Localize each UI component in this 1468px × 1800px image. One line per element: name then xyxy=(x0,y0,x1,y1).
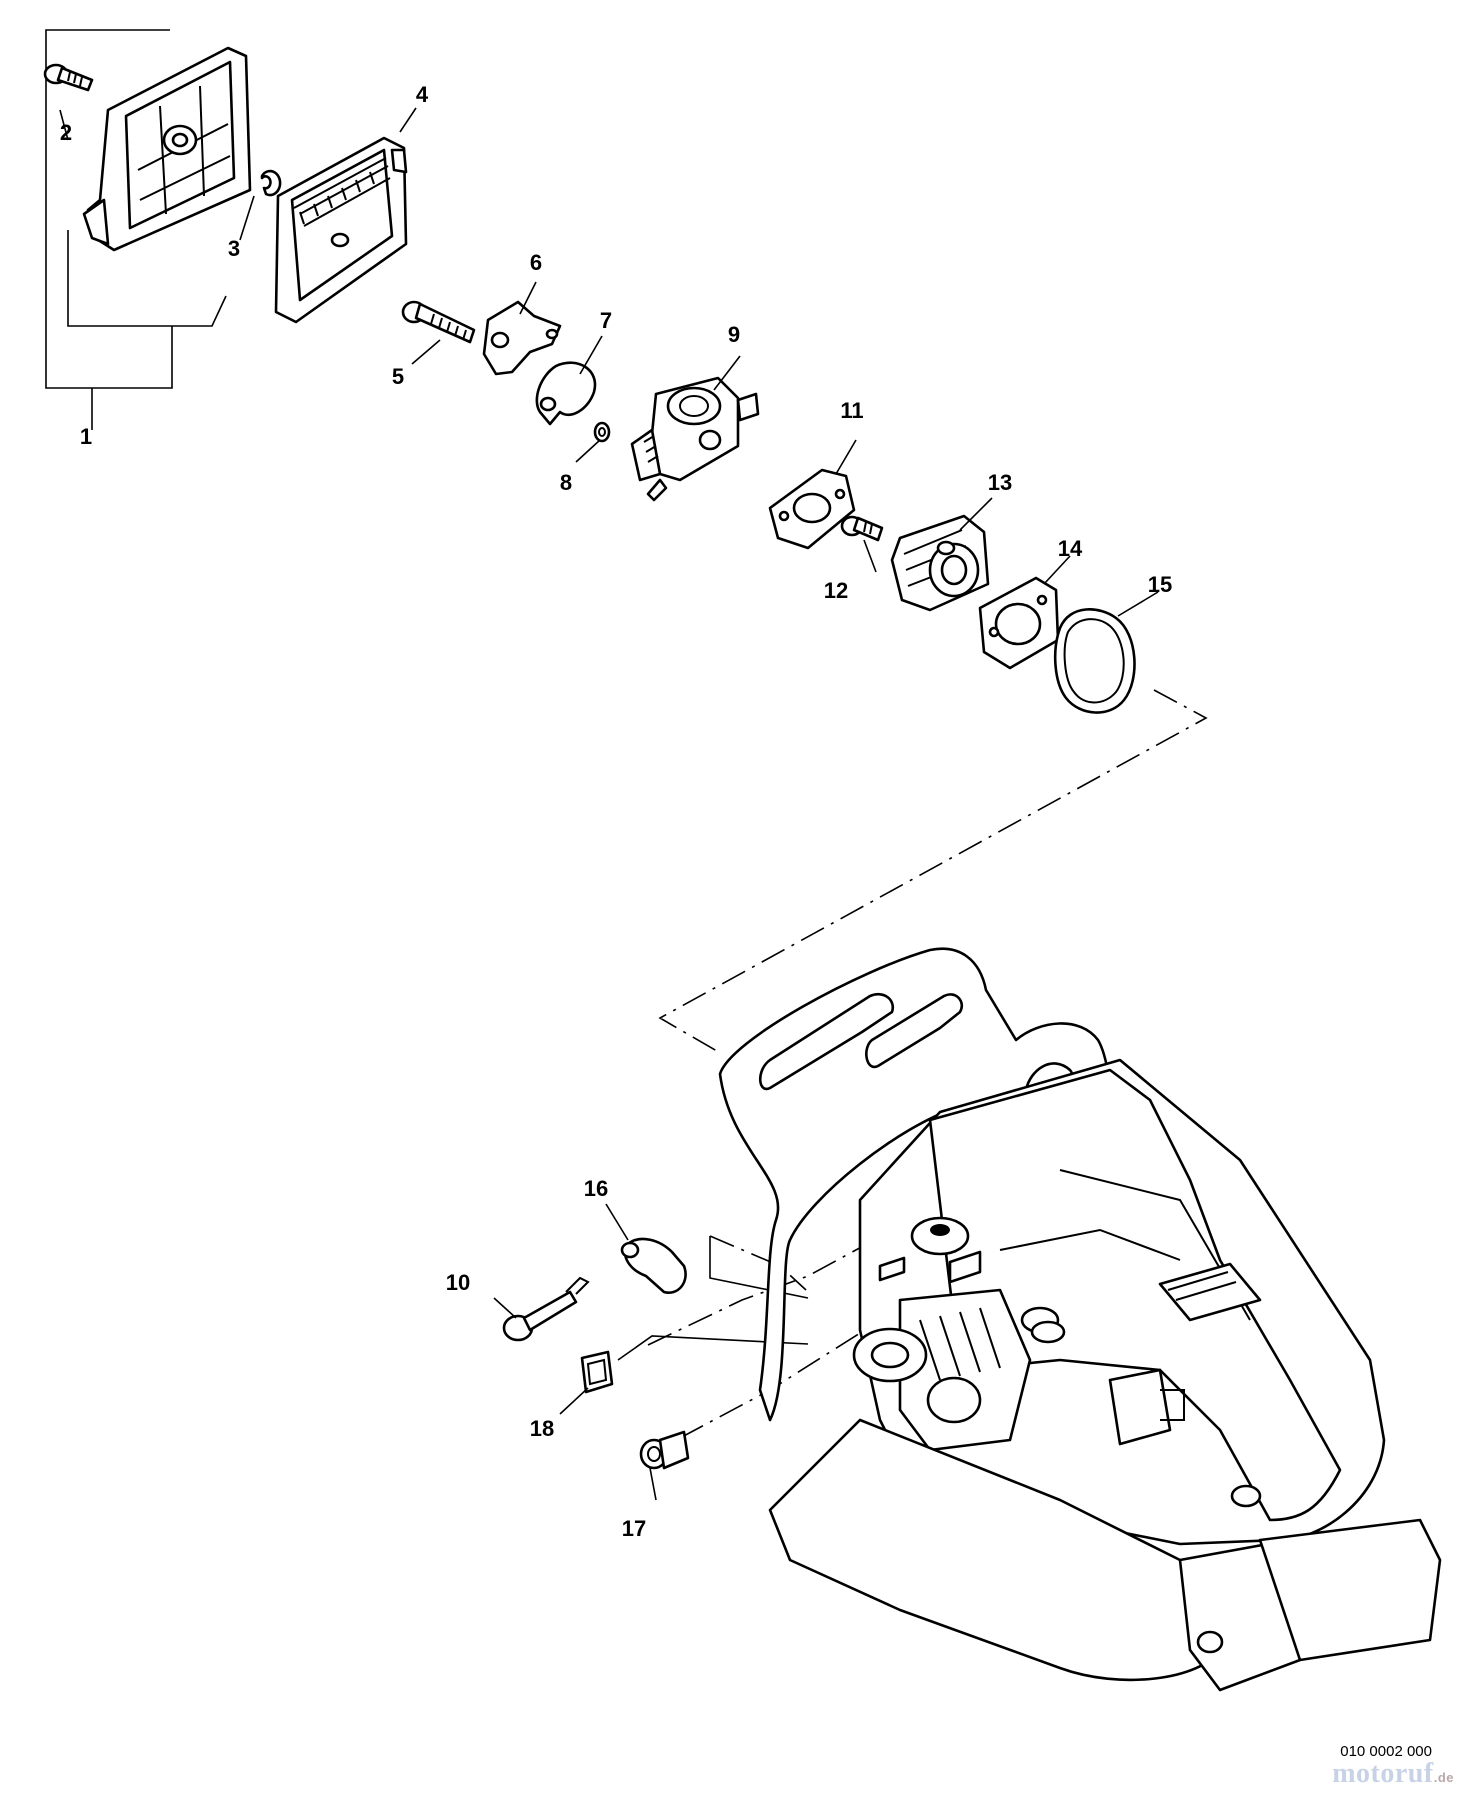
callout-18: 18 xyxy=(530,1416,554,1441)
callout-7: 7 xyxy=(600,308,612,333)
part-10-pin xyxy=(502,1276,590,1342)
part-11-gasket xyxy=(768,468,856,550)
callout-labels: 1 2 3 4 5 6 7 8 9 10 11 12 13 14 15 16 1… xyxy=(60,82,1172,1541)
callout-1: 1 xyxy=(80,424,92,449)
part-6-bracket xyxy=(482,300,562,376)
part-5-screw xyxy=(401,300,476,344)
part-2-screw xyxy=(43,63,94,92)
callout-3: 3 xyxy=(228,236,240,261)
part-16-retainer xyxy=(620,1237,687,1294)
callout-12: 12 xyxy=(824,578,848,603)
part-12-screw xyxy=(840,515,884,542)
callout-9: 9 xyxy=(728,322,740,347)
leader-lines xyxy=(59,107,1159,1501)
callout-16: 16 xyxy=(584,1176,608,1201)
callout-11: 11 xyxy=(840,398,863,423)
part-9-carburetor xyxy=(630,376,760,502)
callout-5: 5 xyxy=(392,364,404,389)
callout-15: 15 xyxy=(1148,572,1172,597)
callout-2: 2 xyxy=(60,120,72,145)
callout-4: 4 xyxy=(416,82,429,107)
callout-10: 10 xyxy=(446,1270,470,1295)
part-8-washer xyxy=(593,421,611,443)
drawing-number: 010 0002 000 xyxy=(1340,1743,1432,1760)
part-13-intake-manifold xyxy=(890,514,990,612)
watermark-logo: motoruf.de xyxy=(1332,1758,1454,1790)
callout-13: 13 xyxy=(988,470,1012,495)
part-3-clip xyxy=(260,169,282,197)
part-14-gasket xyxy=(978,576,1060,670)
callout-6: 6 xyxy=(530,250,542,275)
watermark-text: motoruf xyxy=(1332,1758,1434,1789)
part-7-plate xyxy=(535,361,597,426)
part-18-filter xyxy=(580,1350,614,1394)
part-4-air-filter xyxy=(274,136,408,324)
callout-17: 17 xyxy=(622,1516,646,1541)
callout-14: 14 xyxy=(1058,536,1083,561)
chainsaw-housing xyxy=(718,947,1442,1692)
part-15-seal xyxy=(1053,608,1136,714)
part-17-bushing xyxy=(639,1430,690,1470)
watermark-tld: .de xyxy=(1433,1770,1454,1785)
assembly-bracket-1 xyxy=(45,29,227,430)
air-filter-cover xyxy=(82,46,252,252)
callout-8: 8 xyxy=(560,470,572,495)
